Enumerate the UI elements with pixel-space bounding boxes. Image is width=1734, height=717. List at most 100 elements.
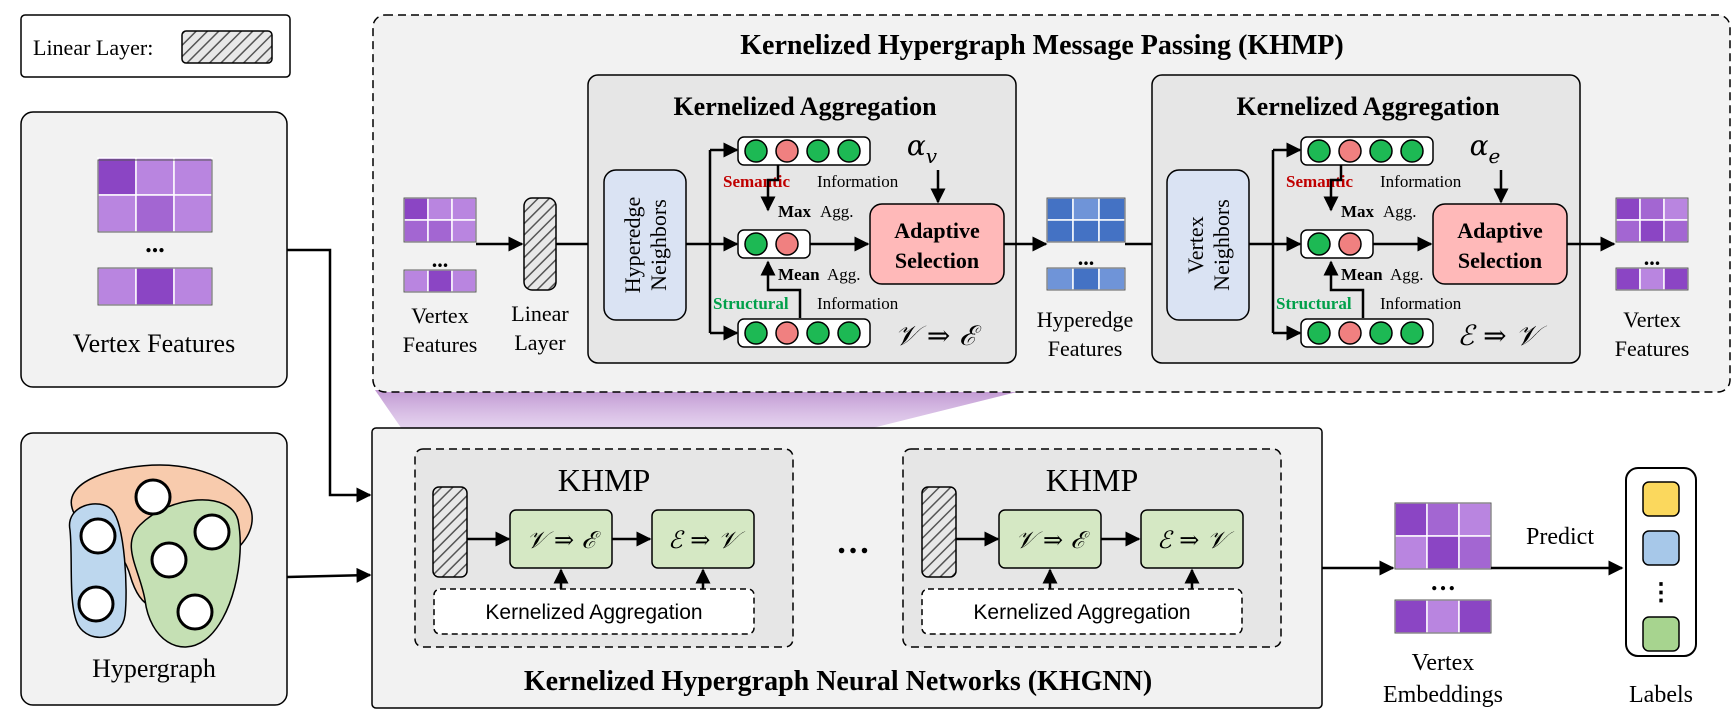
svg-text:Vertex: Vertex [1183,216,1208,273]
direction-e-to-v: ℰ ⇒ 𝒱 [1457,319,1547,352]
svg-text:...: ... [1078,245,1095,270]
svg-text:αe: αe [1470,129,1501,168]
vertex-embeddings: … Vertex Embeddings [1383,502,1503,708]
svg-text:Max: Max [1341,202,1375,221]
svg-text:...: ... [432,247,449,272]
semantic-node-strip [737,136,871,166]
labels-box: ⋮ Labels [1625,467,1697,708]
svg-text:Agg.: Agg. [827,265,861,284]
semantic-label: Semantic [723,172,791,191]
svg-text:Agg.: Agg. [1390,265,1424,284]
khgnn-panel-title: Kernelized Hypergraph Neural Networks (K… [524,666,1152,697]
structural-label: Structural [713,294,789,313]
svg-text:...: ... [1644,245,1661,270]
svg-text:αv: αv [907,129,938,168]
khmp-vertex-features-in: ... Vertex Features [403,197,478,357]
vertex-neighbors-box [1166,169,1250,321]
svg-text:Kernelized Aggregation: Kernelized Aggregation [1236,92,1500,121]
khmp-block-2: KHMP 𝒱 ⇒ ℰ ℰ ⇒ 𝒱 Kernelized Aggregation [902,448,1282,648]
svg-text:Neighbors: Neighbors [1209,199,1234,291]
svg-text:𝒱 ⇒ ℰ: 𝒱 ⇒ ℰ [526,526,601,554]
svg-text:Vertex: Vertex [411,303,468,328]
svg-text:Embeddings: Embeddings [1383,682,1503,708]
svg-text:KHMP: KHMP [558,462,650,498]
svg-text:Agg.: Agg. [1383,202,1417,221]
svg-text:Kernelized Aggregation: Kernelized Aggregation [673,92,937,121]
arrow-features-to-khgnn [287,248,372,503]
svg-text:Information: Information [817,172,899,191]
svg-text:Mean: Mean [778,265,820,284]
hypergraph-vertex [176,593,214,631]
vertex-features-label: Vertex Features [73,329,235,358]
vertex-features-ellipsis: ... [145,229,165,258]
arrow-hypergraph-to-khgnn [286,567,372,583]
e-to-v-module [1140,509,1244,569]
kernelized-aggregation-box [433,588,755,635]
hypergraph-vertex [77,585,115,623]
svg-text:ℰ ⇒ 𝒱: ℰ ⇒ 𝒱 [668,526,746,554]
svg-text:Features: Features [1048,336,1123,361]
svg-text:Information: Information [1380,294,1462,313]
svg-text:Vertex: Vertex [1623,307,1680,332]
svg-text:Mean: Mean [1341,265,1383,284]
svg-text:…: … [1430,567,1456,596]
structural-node-strip [737,318,871,348]
linear-layer [921,486,957,578]
linear-layer [432,486,468,578]
khmp-linear-layer [523,197,557,291]
svg-text:Selection: Selection [1458,248,1542,273]
svg-text:Adaptive: Adaptive [1457,218,1543,243]
svg-text:ℰ ⇒ 𝒱: ℰ ⇒ 𝒱 [1157,526,1235,554]
vertex-feature-row [97,267,213,306]
hypergraph-vertex [134,478,172,516]
hypergraph-box: Hypergraph [20,432,288,706]
hypergraph-vertex [150,541,188,579]
svg-text:Information: Information [1380,172,1462,191]
structural-label: Structural [1276,294,1352,313]
khmp-panel-title: Kernelized Hypergraph Message Passing (K… [740,30,1343,61]
svg-text:⋮: ⋮ [1649,580,1673,606]
svg-text:Neighbors: Neighbors [646,199,671,291]
semantic-label: Semantic [1286,172,1354,191]
svg-text:KHMP: KHMP [1046,462,1138,498]
legend: Linear Layer: [20,14,291,78]
kernelized-aggregation-left: Kernelized Aggregation Hyperedge Neighbo… [587,74,1017,364]
svg-text:Information: Information [817,294,899,313]
svg-text:Kernelized Aggregation: Kernelized Aggregation [485,601,702,624]
svg-text:Vertex: Vertex [1412,650,1475,676]
hypergraph-label: Hypergraph [92,654,216,683]
svg-text:Linear: Linear [511,301,569,326]
svg-text:Kernelized Aggregation: Kernelized Aggregation [973,601,1190,624]
structural-node-strip [1300,318,1434,348]
khgnn-panel: KHMP 𝒱 ⇒ ℰ ℰ ⇒ 𝒱 Kernelized Aggregation … [371,427,1323,709]
svg-text:Max: Max [778,202,812,221]
hyperedge-neighbors-box [603,169,687,321]
semantic-node-strip [1300,136,1434,166]
svg-text:Features: Features [1615,336,1690,361]
khmp-vertex-features-out: ... Vertex Features [1615,197,1690,361]
linear-layer-swatch [181,30,273,64]
kernelized-aggregation-box [921,588,1243,635]
labels-caption: Labels [1629,682,1693,708]
vertex-features-box: ... Vertex Features [20,111,288,388]
hyperedge-features: ... Hyperedge Features [1037,197,1133,361]
legend-label: Linear Layer: [33,35,153,60]
hypergraph-vertex [193,513,231,551]
khmp-panel: Kernelized Hypergraph Message Passing (K… [372,14,1731,393]
svg-text:𝒱 ⇒ ℰ: 𝒱 ⇒ ℰ [1015,526,1090,554]
svg-text:Layer: Layer [514,330,566,355]
svg-text:Features: Features [403,332,478,357]
label-swatch-blue [1642,530,1680,566]
svg-text:Adaptive: Adaptive [894,218,980,243]
svg-text:Agg.: Agg. [820,202,854,221]
label-swatch-green [1642,616,1680,652]
vertex-feature-matrix [97,157,213,233]
predict-label: Predict [1526,524,1594,550]
direction-v-to-e: 𝒱 ⇒ ℰ [895,319,983,352]
e-to-v-module [651,509,755,569]
kernelized-aggregation-right: Kernelized Aggregation Vertex Neighbors … [1151,74,1581,364]
svg-text:Hyperedge: Hyperedge [620,197,645,294]
khmp-block-1: KHMP 𝒱 ⇒ ℰ ℰ ⇒ 𝒱 Kernelized Aggregation [414,448,794,648]
label-swatch-yellow [1642,481,1680,517]
